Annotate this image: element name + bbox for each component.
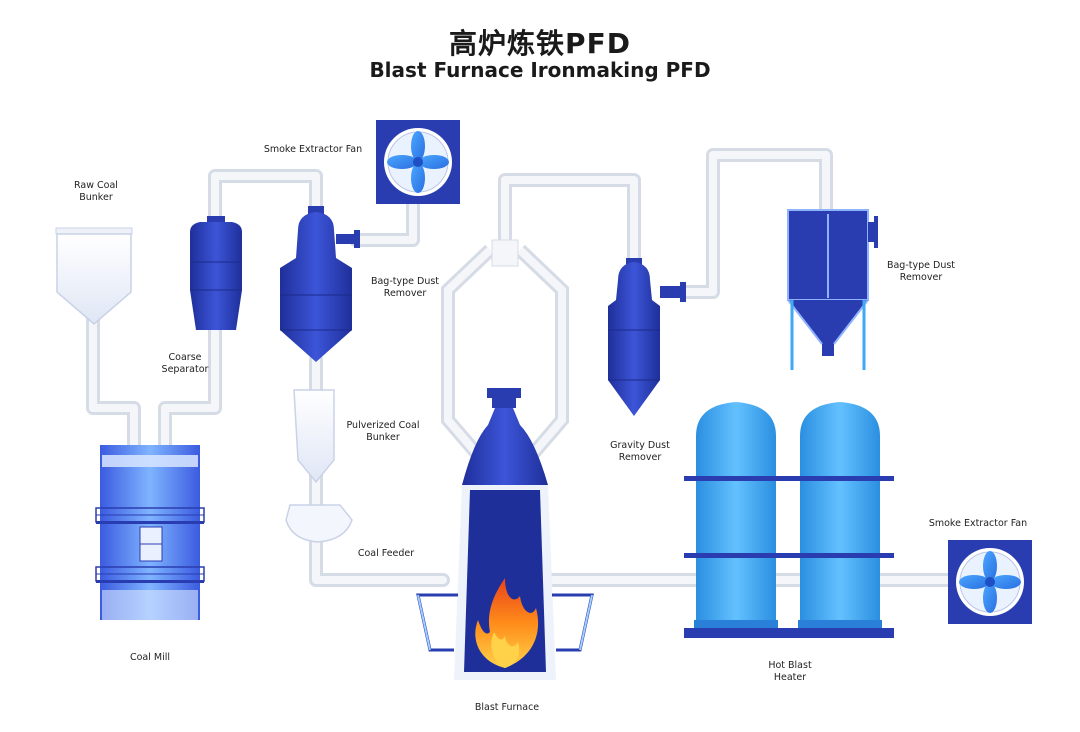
label-smoke-fan-top: Smoke Extractor Fan (263, 144, 363, 155)
smoke-extractor-fan-right (948, 540, 1032, 624)
blast-furnace (416, 239, 594, 680)
label-blast-furnace: Blast Furnace (474, 702, 540, 713)
smoke-extractor-fan-top (376, 120, 460, 204)
bag-dust-remover-right (787, 209, 878, 370)
label-hot-blast-heater: Hot Blast Heater (768, 660, 812, 683)
fan-blade-icon (387, 131, 449, 193)
coal-mill (95, 445, 205, 620)
label-smoke-fan-right: Smoke Extractor Fan (928, 518, 1028, 529)
bag-dust-remover-left (280, 206, 360, 362)
label-bag-dust-left: Bag-type Dust Remover (370, 276, 440, 299)
label-pulverized-bunker: Pulverized Coal Bunker (346, 420, 420, 443)
label-coal-feeder: Coal Feeder (357, 548, 415, 559)
pulverized-coal-bunker (293, 389, 335, 484)
coarse-separator (190, 216, 242, 330)
fan-blade-icon (959, 551, 1021, 613)
label-bag-dust-right: Bag-type Dust Remover (886, 260, 956, 283)
coal-feeder (285, 504, 353, 543)
raw-coal-bunker (55, 227, 133, 325)
diagram-title-en: Blast Furnace Ironmaking PFD (369, 58, 711, 82)
diagram-title-cn: 高炉炼铁PFD (449, 27, 631, 60)
flame-icon (475, 578, 539, 668)
label-raw-coal-bunker: Raw Coal Bunker (74, 180, 118, 203)
label-coal-mill: Coal Mill (129, 652, 171, 663)
hot-blast-heater (684, 402, 894, 638)
gravity-dust-remover (608, 258, 686, 416)
label-gravity-dust: Gravity Dust Remover (610, 440, 670, 463)
label-coarse-separator: Coarse Separator (161, 352, 209, 375)
